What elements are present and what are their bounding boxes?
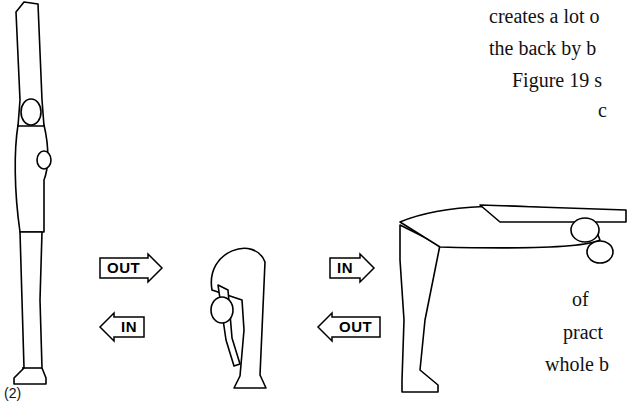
body-text-fragment: the back by b — [489, 36, 596, 60]
ankle-line — [22, 367, 42, 369]
half-bend-figure — [400, 205, 626, 392]
body-text-fragment: c — [598, 98, 607, 122]
bust — [37, 151, 51, 169]
folded-figure — [211, 248, 266, 388]
arrow-shape — [330, 254, 374, 282]
body-text-fragment: pract — [563, 320, 603, 344]
extended-arms — [480, 205, 626, 222]
arrow-label: OUT — [107, 258, 140, 278]
arrow-shape — [100, 254, 162, 282]
block-arrow: OUT — [318, 313, 380, 341]
torso — [15, 125, 48, 232]
block-arrow: IN — [100, 313, 144, 341]
body-text-fragment: of — [572, 287, 589, 311]
arrow-label: IN — [337, 258, 353, 278]
body-text-fragment: Figure 19 s — [512, 68, 602, 92]
head — [211, 297, 233, 323]
legs — [14, 232, 46, 384]
body-text-fragment: creates a lot o — [489, 4, 600, 28]
standing-figure — [14, 2, 51, 384]
block-arrow: OUT — [100, 254, 162, 282]
body-text-fragment: whole b — [545, 352, 609, 376]
head — [21, 99, 41, 125]
bust — [587, 241, 613, 263]
legs — [400, 225, 440, 392]
head — [571, 218, 599, 242]
figure-number: (2) — [4, 384, 21, 402]
body — [211, 248, 266, 388]
raised-arms — [16, 2, 44, 126]
arrow-label: IN — [121, 317, 137, 337]
arrow-label: OUT — [339, 317, 372, 337]
block-arrow: IN — [330, 254, 374, 282]
arrow-shape — [318, 313, 380, 341]
arrow-shape — [100, 313, 144, 341]
